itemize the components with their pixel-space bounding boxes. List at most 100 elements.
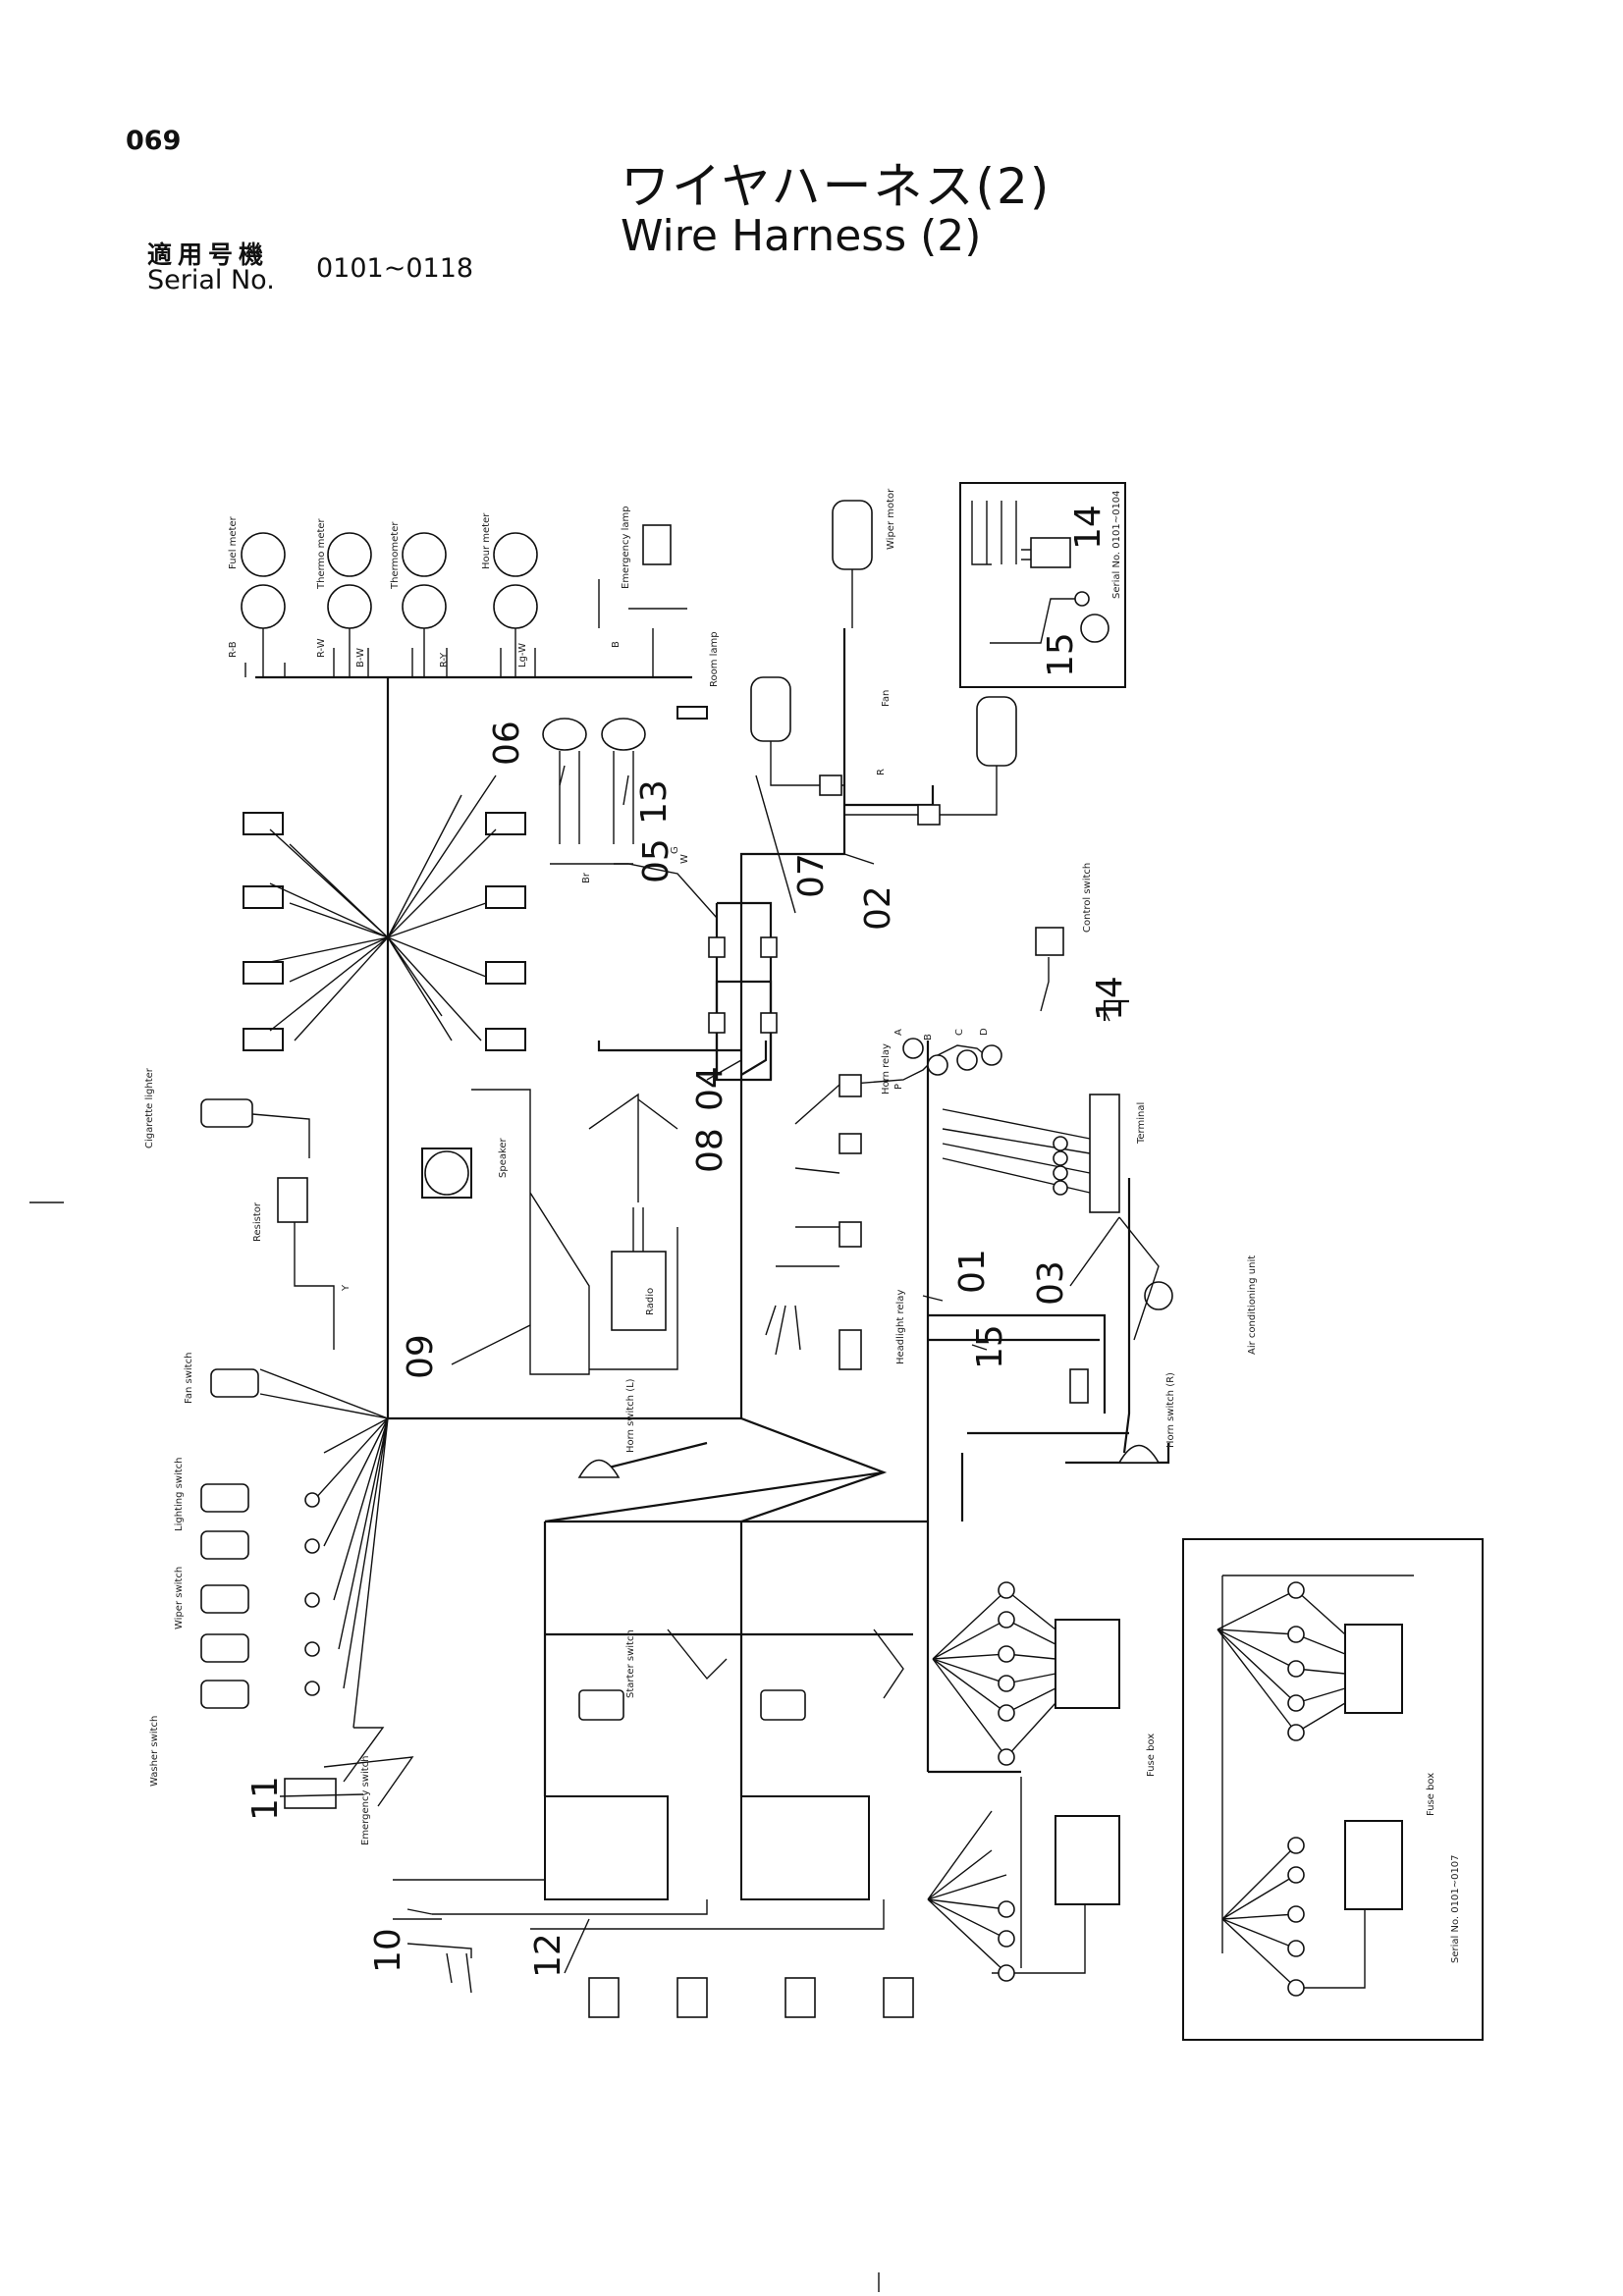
wire-code-ry: R-Y (439, 652, 450, 667)
callout-02: 02 (858, 885, 898, 931)
wiper-motor-right (976, 696, 1017, 767)
resistor (277, 1177, 308, 1223)
label-fan: Fan (881, 690, 892, 707)
callout-10: 10 (368, 1928, 408, 1973)
callout-08: 08 (690, 1128, 730, 1173)
callout-03: 03 (1031, 1260, 1071, 1306)
emergency-switch (284, 1778, 337, 1809)
component-labels: Fuel meter Thermo meter Thermometer Hour… (144, 488, 1461, 1963)
label-thermometer: Thermometer (390, 521, 401, 590)
callout-numbers: 01 02 03 04 05 06 07 08 09 10 11 12 13 1… (245, 505, 1130, 1978)
fuse-box (1055, 1815, 1120, 1905)
callout-14-inset: 14 (1068, 505, 1109, 550)
callout-11: 11 (245, 1776, 286, 1821)
wiper-motor-left (750, 676, 791, 742)
label-fuel-meter: Fuel meter (228, 515, 239, 569)
label-fan-switch: Fan switch (184, 1353, 194, 1404)
inset-box-top-right (959, 482, 1126, 688)
title-japanese: ワイヤハーネス(2) (621, 158, 1052, 215)
serial-label-japanese: 適用号機 (147, 240, 270, 269)
speaker (424, 1150, 469, 1196)
label-fuse-box: Fuse box (1146, 1734, 1157, 1777)
pressure-switch-units-right (485, 812, 526, 1051)
callout-14: 14 (1090, 976, 1130, 1021)
wire-codes: R-B R-W B-W R-Y Lg-W R B Y G W Br A B C … (228, 638, 990, 1292)
relay-block (708, 901, 778, 1080)
label-washer-switch: Washer switch (149, 1716, 160, 1787)
wire-code-bw: B-W (355, 648, 366, 667)
callout-09: 09 (401, 1334, 441, 1379)
label-cigarette-lighter: Cigarette lighter (144, 1067, 155, 1148)
lighting-switch (200, 1483, 249, 1513)
inset-frame (959, 482, 1126, 688)
fuse-box-main-upper (932, 1581, 1120, 1766)
title-english: Wire Harness (2) (621, 211, 982, 261)
horn-switch-left (577, 1459, 621, 1478)
connector-a: A (893, 1029, 904, 1036)
emergency-lamp (642, 524, 672, 565)
audio-components (421, 1089, 678, 1375)
hour-meter-gauge (493, 532, 538, 577)
terminal-block (1089, 1094, 1120, 1213)
label-lighting-switch: Lighting switch (174, 1457, 185, 1531)
label-inset-serial: Serial No. 0101~0104 (1111, 490, 1122, 599)
lamp-assemblies (542, 706, 718, 942)
callout-05: 05 (636, 838, 676, 883)
pressure-switch-bank (243, 774, 526, 1051)
scan-marks (29, 1201, 880, 2292)
horn-switches (577, 1444, 1161, 1478)
wire-code-rw: R-W (316, 638, 327, 658)
label-horn-switch-left: Horn switch (L) (625, 1378, 636, 1453)
callout-01: 01 (952, 1249, 993, 1294)
page-number: 069 (126, 126, 182, 156)
wire-code-b: B (611, 641, 622, 648)
washer-switch (200, 1530, 249, 1560)
callout-06: 06 (487, 721, 527, 766)
wire-code-rb: R-B (228, 641, 239, 658)
wire-code-g: G (670, 846, 680, 854)
cigarette-lighter (200, 1098, 253, 1128)
label-thermo-meter: Thermo meter (316, 517, 327, 590)
pressure-switch-units-left (243, 812, 284, 1051)
label-control-switch: Control switch (1082, 863, 1093, 933)
label-emergency-switch: Emergency switch (360, 1755, 371, 1845)
fuel-meter-gauge (241, 532, 286, 577)
wiper-switch (200, 1584, 249, 1614)
label-speaker: Speaker (498, 1137, 509, 1178)
inset-fuse-box (1344, 1624, 1403, 1714)
label-horn-relay: Horn relay (881, 1043, 892, 1095)
wiper-motor-assemblies (750, 500, 1017, 854)
label-wiper-motor: Wiper motor (886, 488, 896, 550)
connector-b: B (923, 1034, 934, 1041)
wire-code-w: W (679, 854, 690, 864)
connector-p: P (893, 1084, 904, 1090)
inset-frame-lower (1182, 1538, 1484, 2041)
callout-leaders (279, 765, 1120, 1974)
fuse-box-main-lower (927, 1777, 1120, 1982)
starter-switch (578, 1689, 624, 1721)
left-switch-column (200, 1098, 414, 1809)
callout-15-inset: 15 (1041, 632, 1081, 677)
label-inset-serial-lower: Serial No. 0101~0107 (1450, 1854, 1461, 1963)
wiper-motor-upper (832, 500, 873, 570)
callout-04: 04 (690, 1066, 730, 1111)
fan-switch (210, 1368, 259, 1398)
callout-12: 12 (528, 1933, 568, 1978)
label-emergency-lamp: Emergency lamp (621, 506, 631, 589)
label-radio: Radio (645, 1288, 656, 1315)
starter-switch-area (393, 1629, 914, 2018)
relay-connector (708, 936, 726, 958)
wire-code-r: R (876, 769, 887, 775)
thermometer-gauge (402, 532, 447, 577)
label-air-conditioning-unit: Air conditioning unit (1247, 1255, 1258, 1355)
connector-d: D (979, 1028, 990, 1036)
thermo-meter-gauge (327, 532, 372, 577)
callout-15: 15 (970, 1324, 1010, 1369)
label-hour-meter: Hour meter (481, 512, 492, 569)
label-terminal: Terminal (1136, 1102, 1147, 1145)
label-room-lamp: Room lamp (709, 631, 720, 687)
label-resistor: Resistor (252, 1201, 263, 1242)
label-headlight-relay: Headlight relay (895, 1290, 906, 1364)
serial-range: 0101~0118 (316, 253, 474, 284)
